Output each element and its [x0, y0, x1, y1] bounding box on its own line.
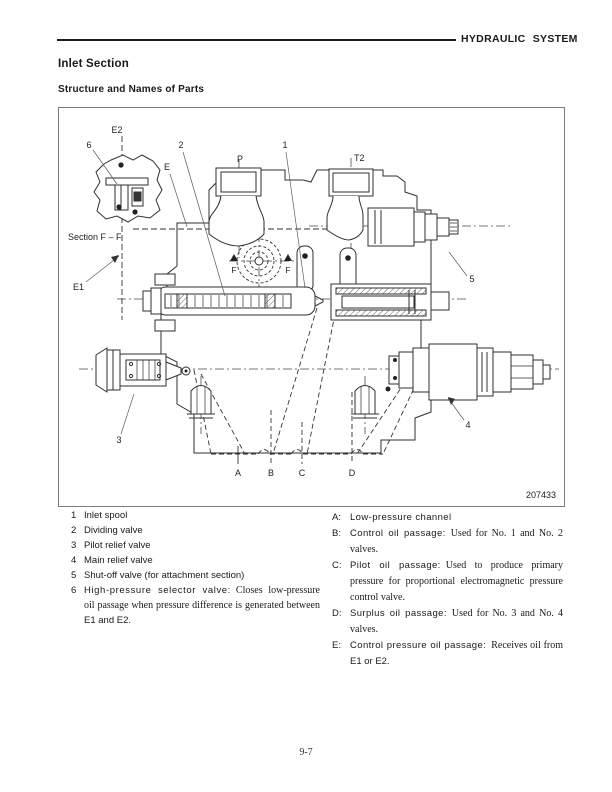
- hydraulic-valve-diagram: E2 6 2 E P 1 T2 5 Section F – F E1 3 4 A…: [68, 125, 559, 500]
- passage-name: Control pressure oil passage:: [350, 640, 487, 651]
- part-description-tail: E1 and E2.: [84, 615, 132, 626]
- passage-text: Low-pressure channel: [350, 510, 563, 526]
- passage-description: Receives oil from: [491, 640, 564, 651]
- figure-box: E2 6 2 E P 1 T2 5 Section F – F E1 3 4 A…: [58, 107, 565, 507]
- label-e: E: [164, 162, 170, 172]
- passage-key: D:: [332, 608, 342, 619]
- label-d: D: [349, 468, 356, 478]
- passage-description: Used for No. 3 and No. 4 valves.: [350, 608, 563, 635]
- figure-number: 207433: [526, 490, 556, 500]
- passage-key: C:: [332, 560, 342, 571]
- section-ff-detail: [93, 154, 163, 223]
- section-heading: Inlet Section: [58, 58, 129, 70]
- label-4: 4: [465, 420, 470, 430]
- label-e1: E1: [73, 282, 84, 292]
- passage-text: Pilot oil passage:Used to produce primar…: [350, 558, 563, 606]
- part-number: 1: [71, 510, 77, 521]
- passage-name: Control oil passage:: [350, 528, 446, 539]
- parts-list-row: 3 Pilot relief valve: [58, 538, 320, 553]
- passage-row: B: Control oil passage:Used for No. 1 an…: [332, 526, 563, 558]
- part-number: 3: [71, 540, 77, 551]
- label-2: 2: [178, 140, 183, 150]
- subsection-heading: Structure and Names of Parts: [58, 84, 205, 95]
- passage-text: Surplus oil passage:Used for No. 3 and N…: [350, 606, 563, 638]
- label-b: B: [268, 468, 274, 478]
- label-c: C: [299, 468, 306, 478]
- part-text: High-pressure selector valve:Closes low-…: [84, 583, 320, 628]
- part-name: Shut-off valve (for attachment section): [84, 570, 245, 581]
- label-t2: T2: [354, 153, 365, 163]
- parts-list-row: 1 Inlet spool: [58, 508, 320, 523]
- passage-name: Surplus oil passage:: [350, 608, 447, 619]
- part-name: Main relief valve: [84, 555, 153, 566]
- label-section-ff: Section F – F: [68, 232, 122, 242]
- passage-name: Low-pressure channel: [350, 512, 452, 523]
- label-1: 1: [282, 140, 287, 150]
- part-number: 2: [71, 525, 77, 536]
- passage-text: Control pressure oil passage: Receives oi…: [350, 638, 563, 670]
- passage-key: B:: [332, 528, 341, 539]
- passages-list: A: Low-pressure channel B: Control oil p…: [332, 510, 563, 670]
- label-e2: E2: [111, 125, 122, 135]
- part-name: High-pressure selector valve:: [84, 585, 231, 596]
- label-a: A: [235, 468, 241, 478]
- f-arrow-icon: [230, 254, 292, 261]
- label-f-right: F: [285, 265, 290, 275]
- label-6: 6: [86, 140, 91, 150]
- passage-name: Pilot oil passage:: [350, 560, 441, 571]
- arrowheads: [111, 255, 455, 405]
- parts-list: 1 Inlet spool 2 Dividing valve 3 Pilot r…: [58, 508, 320, 628]
- page-number: 9-7: [299, 747, 313, 758]
- parts-list-row: 6 High-pressure selector valve:Closes lo…: [58, 583, 320, 628]
- part-number: 6: [71, 585, 77, 596]
- leader-lines: [85, 149, 468, 464]
- passage-key: E:: [332, 640, 341, 651]
- passage-text: Control oil passage:Used for No. 1 and N…: [350, 526, 563, 558]
- header-title: HYDRAULIC SYSTEM: [461, 33, 578, 45]
- label-3: 3: [116, 435, 121, 445]
- passage-row: A: Low-pressure channel: [332, 510, 563, 526]
- parts-list-row: 2 Dividing valve: [58, 523, 320, 538]
- part-number: 5: [71, 570, 77, 581]
- parts-list-row: 4 Main relief valve: [58, 553, 320, 568]
- passage-row: D: Surplus oil passage:Used for No. 3 an…: [332, 606, 563, 638]
- passage-description: Used to produce primary pressure for pro…: [350, 560, 563, 603]
- passage-description: Used for No. 1 and No. 2 valves.: [350, 528, 563, 555]
- part-description: Closes low-pressure oil passage when pre…: [84, 585, 320, 611]
- header-rule: [57, 39, 456, 41]
- parts-list-row: 5 Shut-off valve (for attachment section…: [58, 568, 320, 583]
- figure-labels: E2 6 2 E P 1 T2 5 Section F – F E1 3 4 A…: [68, 125, 556, 500]
- label-f-left: F: [231, 265, 236, 275]
- part-number: 4: [71, 555, 77, 566]
- part-name: Dividing valve: [84, 525, 143, 536]
- label-5: 5: [469, 274, 474, 284]
- passage-key: A:: [332, 512, 341, 523]
- part-name: Pilot relief valve: [84, 540, 151, 551]
- valve-body: [95, 167, 551, 454]
- passage-description-tail: E1 or E2.: [350, 656, 390, 667]
- part-name: Inlet spool: [84, 510, 128, 521]
- label-p: P: [237, 154, 243, 164]
- passage-row: C: Pilot oil passage:Used to produce pri…: [332, 558, 563, 606]
- passage-row: E: Control pressure oil passage: Receives…: [332, 638, 563, 670]
